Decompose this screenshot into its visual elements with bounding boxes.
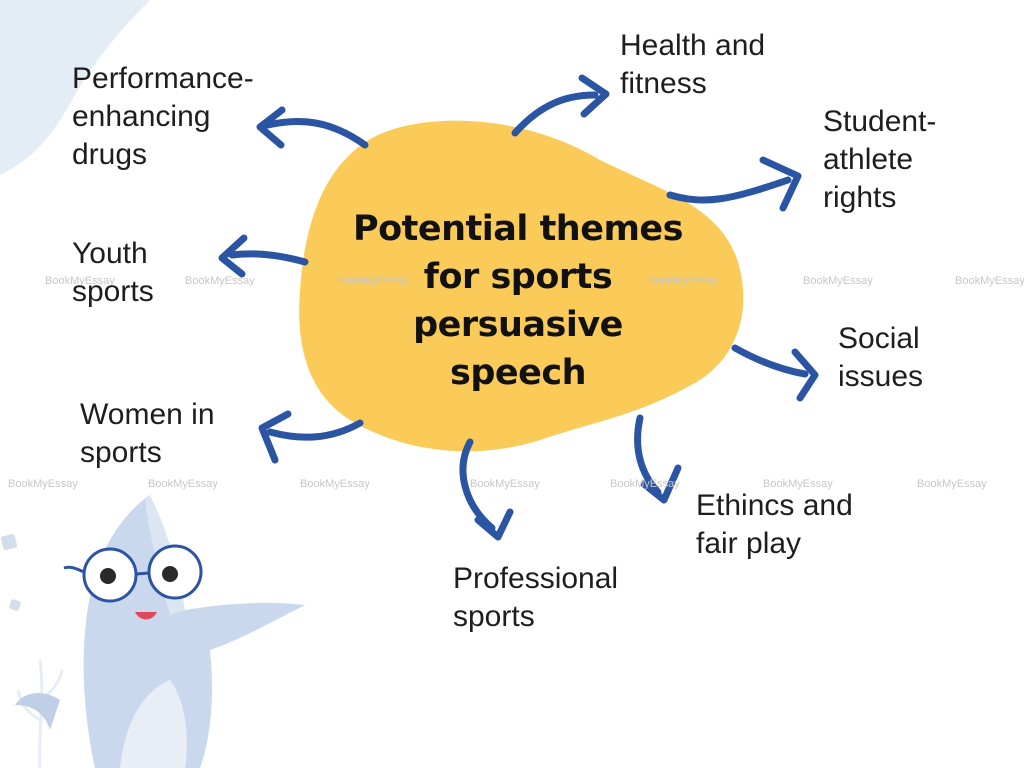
theme-label-social-issues: Social issues (838, 322, 924, 393)
theme-label-health-and-fitness: Health and fitness (620, 29, 766, 100)
theme-label-youth-sports: Youth sports (72, 237, 154, 308)
arrow-head (258, 410, 292, 464)
watermark: BookMyEssay (185, 275, 255, 287)
theme-label-student-athlete-rights: Student- athlete rights (823, 105, 937, 214)
floating-square-1 (0, 533, 18, 551)
theme-label-performance-enhancing-drugs: Performance- enhancing drugs (72, 62, 254, 171)
watermark: BookMyEssay (955, 275, 1024, 287)
watermark: BookMyEssay (763, 478, 833, 490)
mascot-mouth (135, 612, 157, 620)
arrow-head (578, 74, 610, 118)
watermark: BookMyEssay (148, 478, 218, 490)
arrow-shaft (266, 419, 364, 441)
theme-label-women-in-sports: Women in sports (80, 398, 215, 469)
watermark: BookMyEssay (470, 478, 540, 490)
arrow-to-social-issues (731, 344, 819, 402)
arrow-to-student-athlete-rights (666, 156, 802, 212)
arrow-head (791, 348, 819, 402)
arrow-shaft (459, 438, 496, 532)
watermark: BookMyEssay (803, 275, 873, 287)
arrow-head (256, 106, 286, 149)
arrow-head (640, 464, 682, 504)
diagram-title: Potential themes for sports persuasive s… (352, 209, 684, 393)
arrow-head (759, 156, 802, 212)
watermark: BookMyEssay (45, 275, 115, 287)
theme-label-professional-sports: Professional sports (453, 562, 619, 633)
mascot-eye-right (162, 566, 178, 582)
arrow-to-professional-sports (459, 438, 514, 541)
background-wave-shape (0, 0, 150, 175)
arrow-shaft (666, 176, 792, 204)
arrow-shaft (634, 414, 662, 496)
watermark: BookMyEssay (8, 478, 78, 490)
watermark: BookMyEssay (610, 478, 680, 490)
mascot-eye-left (100, 568, 116, 584)
watermark: BookMyEssay (917, 478, 987, 490)
arrow-head (218, 234, 248, 278)
mascot-character (0, 495, 305, 768)
arrow-shaft (264, 118, 369, 149)
arrows-group (218, 74, 819, 541)
watermark: BookMyEssay (300, 478, 370, 490)
watermark: BookMyEssay (648, 275, 718, 287)
arrow-shaft (228, 250, 309, 266)
arrow-head (474, 508, 514, 541)
arrow-to-health-and-fitness (511, 74, 610, 137)
theme-label-ethics-and-fair-play: Ethincs and fair play (696, 489, 853, 560)
arrow-to-ethics-and-fair-play (634, 414, 682, 504)
floating-square-2 (9, 599, 21, 611)
arrow-to-performance-enhancing-drugs (256, 106, 369, 149)
arrow-shaft (731, 344, 809, 378)
central-blob (299, 120, 744, 452)
arrow-shaft (511, 91, 599, 137)
arrow-to-youth-sports (218, 234, 309, 278)
arrow-to-women-in-sports (258, 410, 364, 464)
watermark: BookMyEssay (338, 275, 408, 287)
